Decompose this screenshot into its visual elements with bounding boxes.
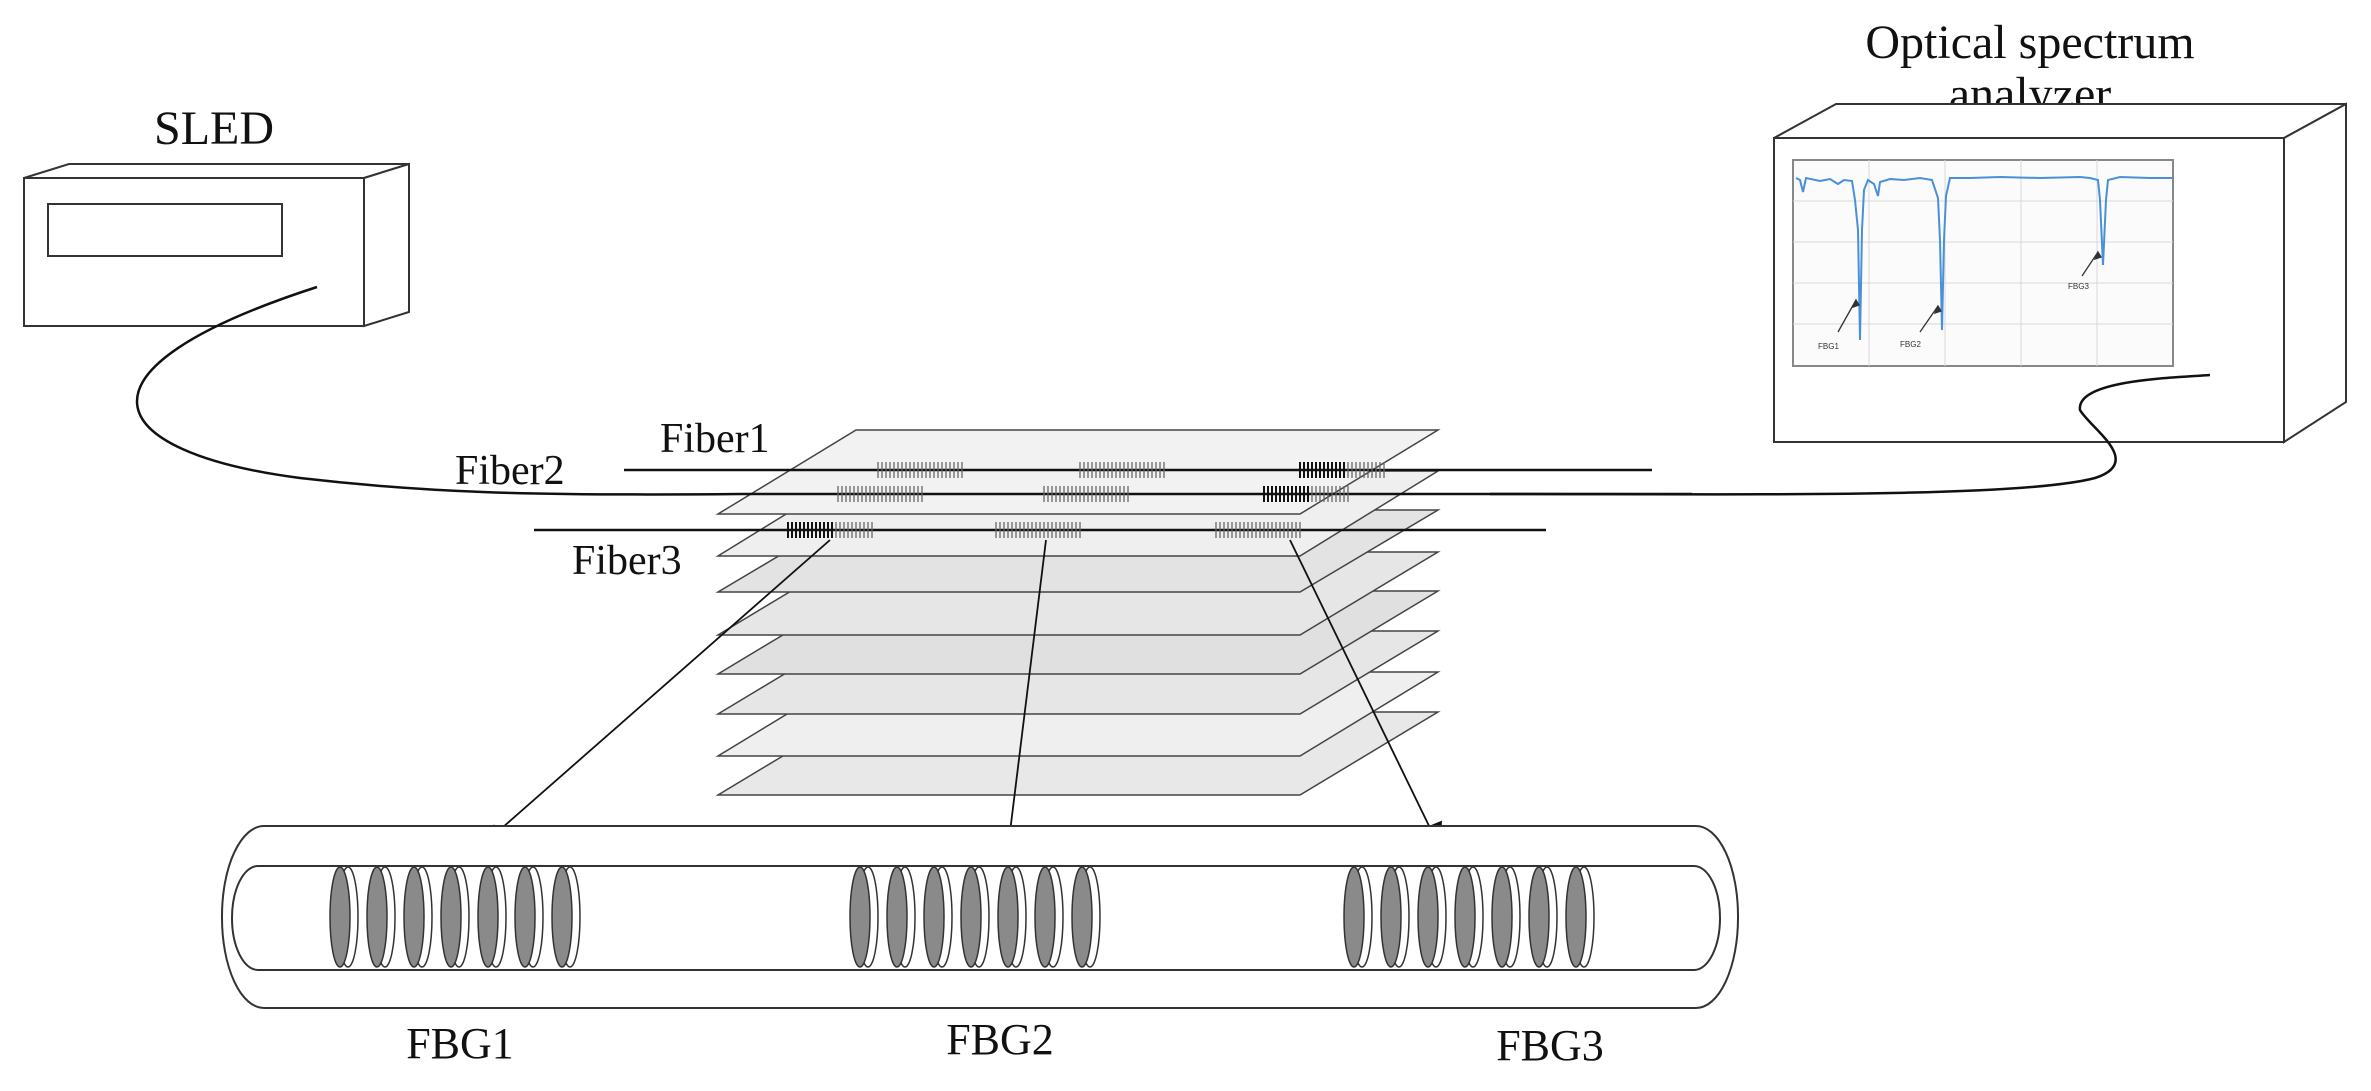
fbg2-label: FBG2: [946, 1015, 1054, 1064]
fbg-disc: [477, 866, 507, 968]
fbg-disc: [1343, 866, 1373, 968]
osa-cable: [1489, 373, 2211, 496]
fbg-disc: [849, 866, 879, 968]
fbg-disc: [886, 866, 916, 968]
osa-marker-fbg2: FBG2: [1900, 340, 1921, 349]
osa-label-line1: Optical spectrum: [1865, 16, 2194, 69]
osa-screen: FBG1 FBG2 FBG3: [1792, 159, 2174, 367]
sled-label: SLED: [154, 102, 274, 155]
fbg-disc: [1380, 866, 1410, 968]
osa-spectrum-trace: [1795, 175, 2172, 341]
optical-spectrum-analyzer: Optical spectrum analyzer: [1773, 16, 2347, 444]
osa-marker-fbg1: FBG1: [1818, 342, 1839, 351]
plate-stack: [715, 429, 1441, 796]
osa-marker-fbg3: FBG3: [2068, 282, 2089, 291]
fbg-disc: [923, 866, 953, 968]
fbg-disc: [329, 866, 359, 968]
sled-display: [47, 203, 283, 257]
fbg-disc: [1034, 866, 1064, 968]
fbg1-label: FBG1: [406, 1019, 514, 1068]
fbg-disc: [960, 866, 990, 968]
fbg-disc: [514, 866, 544, 968]
fiber1-label: Fiber1: [660, 416, 770, 462]
fbg-disc: [366, 866, 396, 968]
fbg-discs: [329, 866, 1595, 968]
fbg-disc: [551, 866, 581, 968]
fbg-disc: [997, 866, 1027, 968]
sled-device: SLED: [23, 102, 410, 328]
fbg-disc: [440, 866, 470, 968]
fbg3-label: FBG3: [1496, 1021, 1604, 1070]
fiber3-label: Fiber3: [572, 538, 682, 584]
fbg-disc: [1417, 866, 1447, 968]
fbg-disc: [1528, 866, 1558, 968]
fiber2-label: Fiber2: [455, 448, 565, 494]
fbg-disc: [1491, 866, 1521, 968]
fbg-disc: [403, 866, 433, 968]
osa-peak-markers: [1837, 250, 2102, 333]
sled-cable: [135, 285, 741, 496]
fbg-disc: [1454, 866, 1484, 968]
fbg-disc: [1071, 866, 1101, 968]
fiber-grating-marks: [787, 462, 1385, 538]
fbg-disc: [1565, 866, 1595, 968]
